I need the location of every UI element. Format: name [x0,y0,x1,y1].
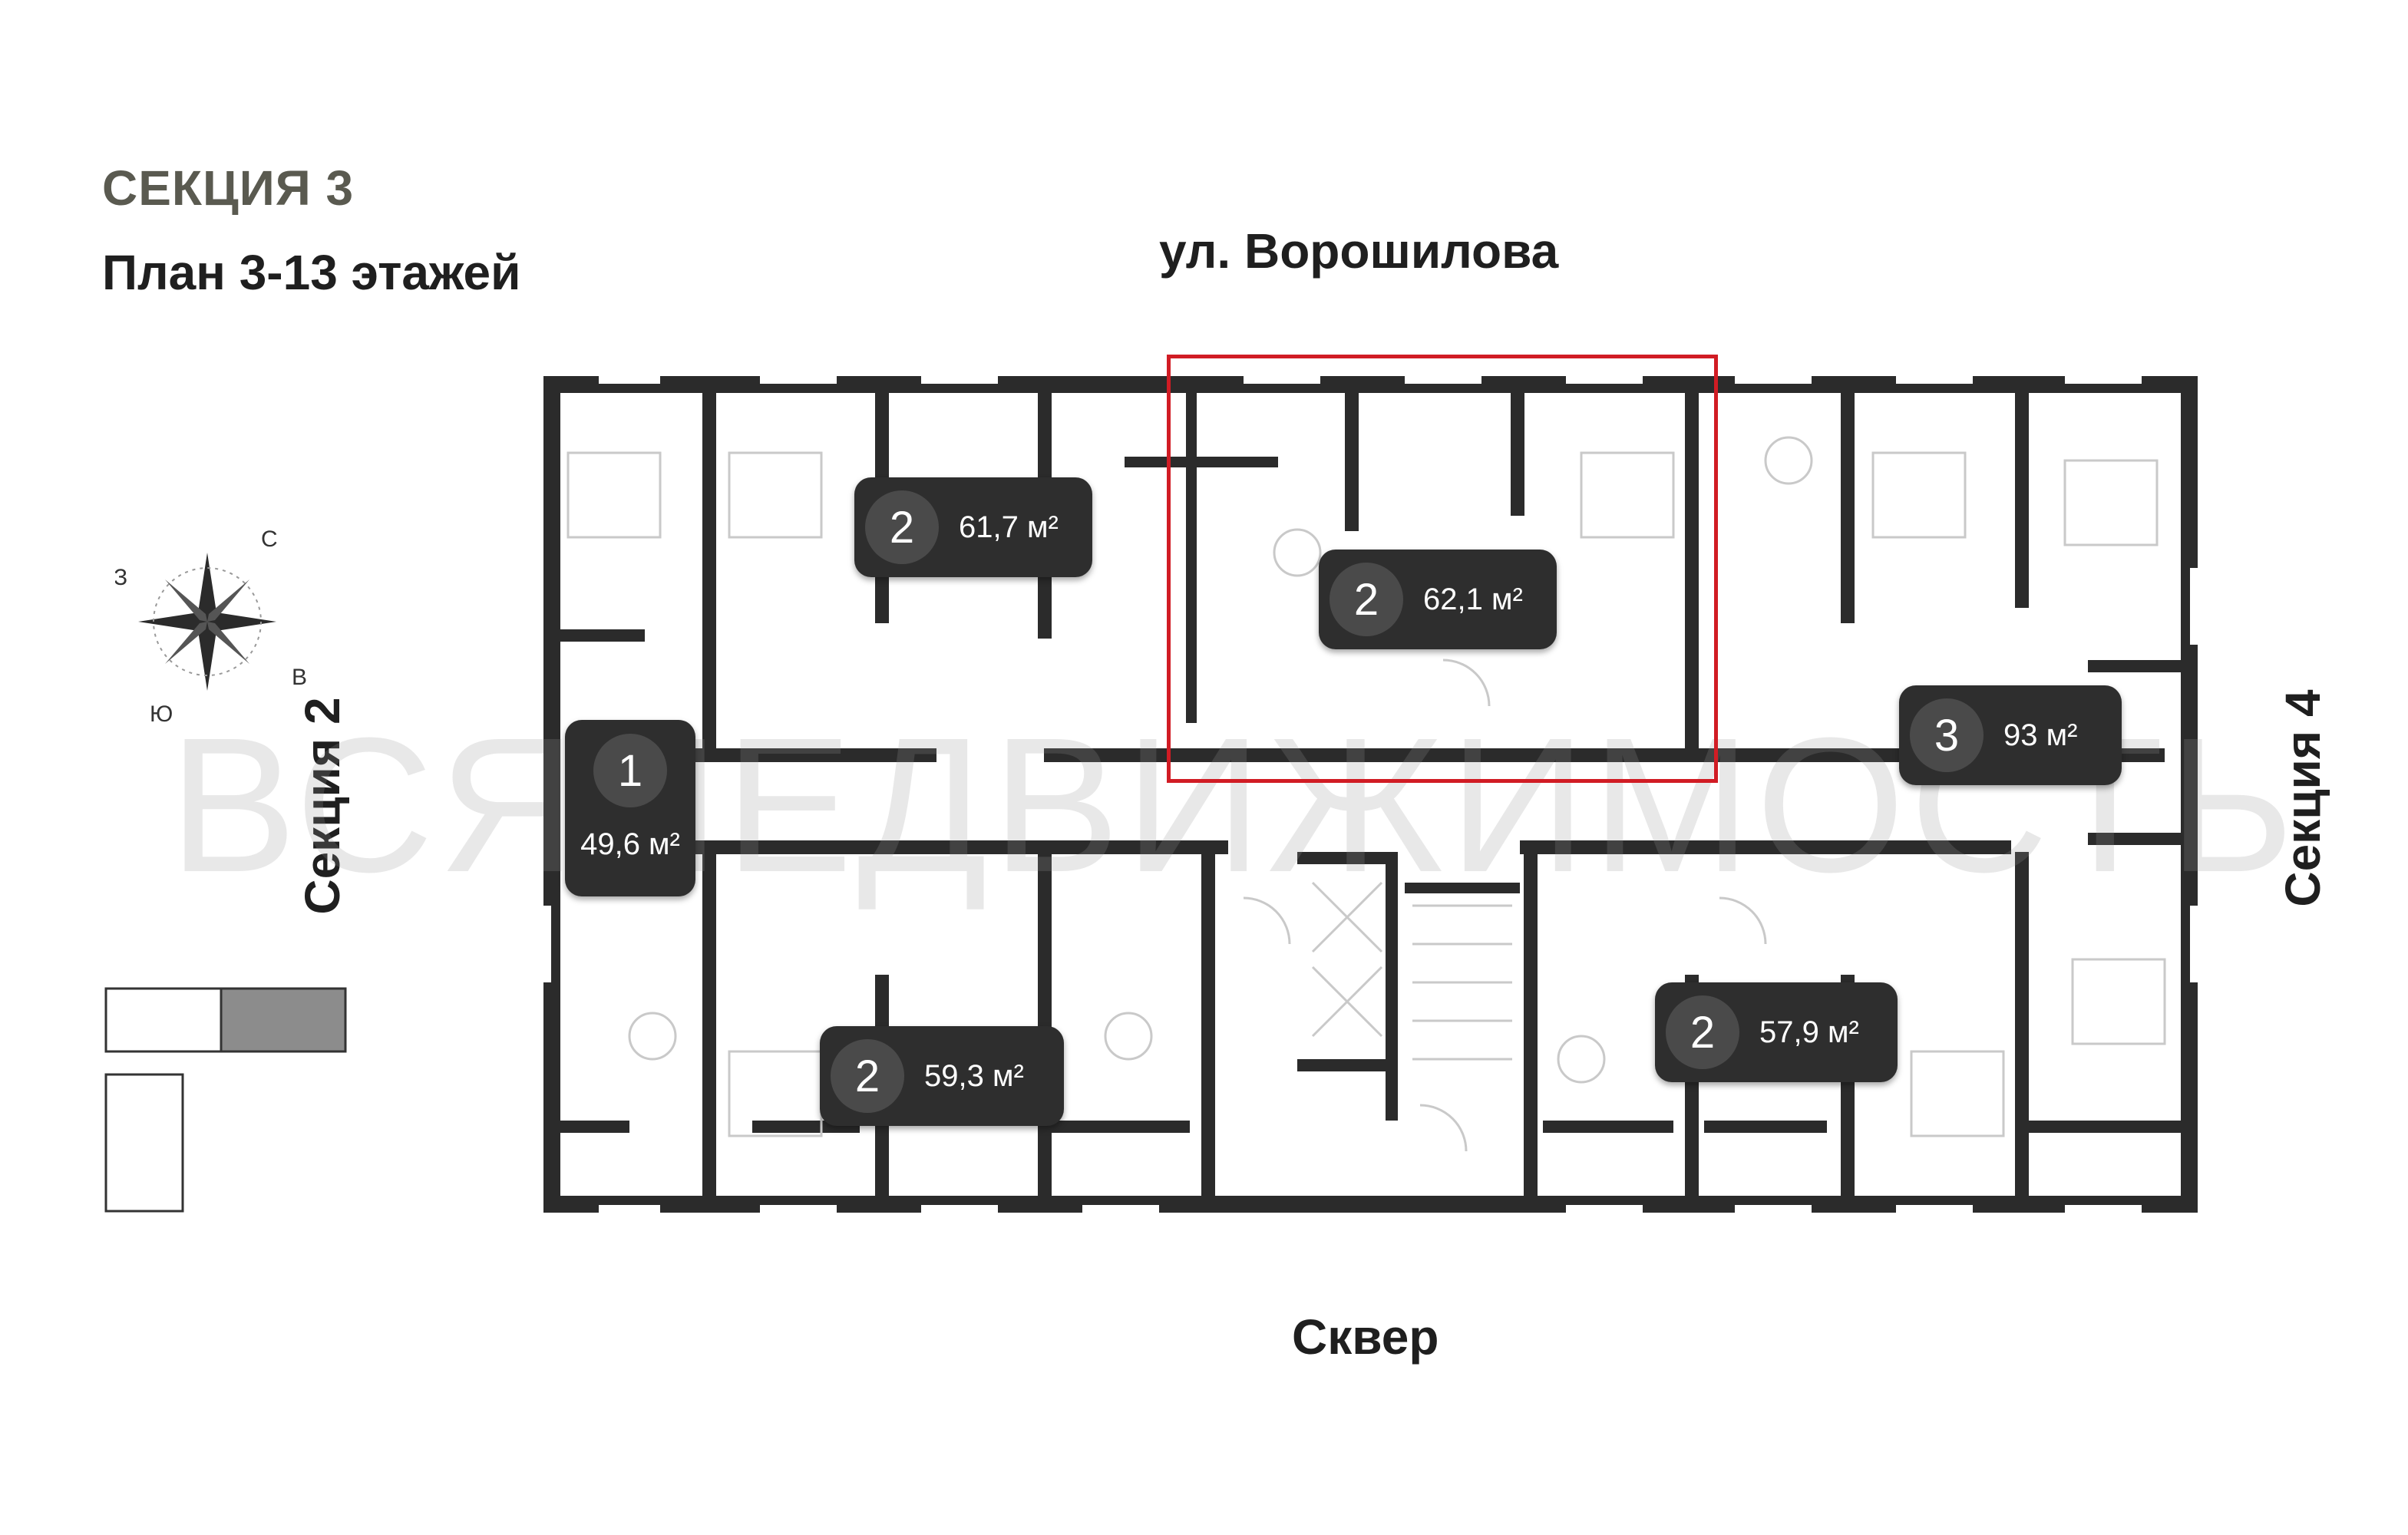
room-count: 2 [1330,563,1403,636]
keymap-active-section [220,987,347,1053]
room-count: 1 [593,734,667,807]
apartment-area: 61,7 м² [959,510,1059,544]
apartment-badge[interactable]: 2 57,9 м² [1655,982,1898,1082]
floor-plan-title: План 3-13 этажей [102,245,521,300]
apartment-area: 62,1 м² [1423,582,1523,616]
room-count: 3 [1910,698,1984,772]
apartment-area: 93 м² [2003,718,2078,752]
apartment-badge-selected[interactable]: 2 62,1 м² [1319,550,1557,649]
apartment-badge[interactable]: 2 61,7 м² [854,477,1092,577]
square-label: Сквер [1292,1309,1439,1365]
outer-wall-left [543,376,560,1213]
apartment-area: 49,6 м² [580,827,680,861]
corridor-wall-upper [1044,748,2165,762]
corridor-wall-upper-left [691,748,936,762]
corridor-wall-lower [691,840,1228,854]
apartment-area: 59,3 м² [924,1058,1024,1093]
selected-apartment-frame [1167,355,1718,783]
compass-south: Ю [150,701,173,727]
apartment-badge[interactable]: 1 49,6 м² [565,720,695,896]
room-count: 2 [1666,995,1739,1069]
apartment-area: 57,9 м² [1759,1015,1859,1049]
compass-east: В [292,665,307,690]
street-label: ул. Ворошилова [1159,223,1559,279]
compass-rose-icon: С З В Ю [115,527,307,727]
room-count: 2 [831,1039,904,1113]
apartment-badge[interactable]: 3 93 м² [1899,685,2122,785]
corridor-wall-lower-right [1520,840,2011,854]
compass-west: З [115,565,127,590]
room-count: 2 [865,490,939,564]
building-key-map [104,987,347,1213]
apartment-badge[interactable]: 2 59,3 м² [820,1026,1064,1126]
compass-north: С [261,527,278,552]
section-title: СЕКЦИЯ 3 [102,160,355,216]
